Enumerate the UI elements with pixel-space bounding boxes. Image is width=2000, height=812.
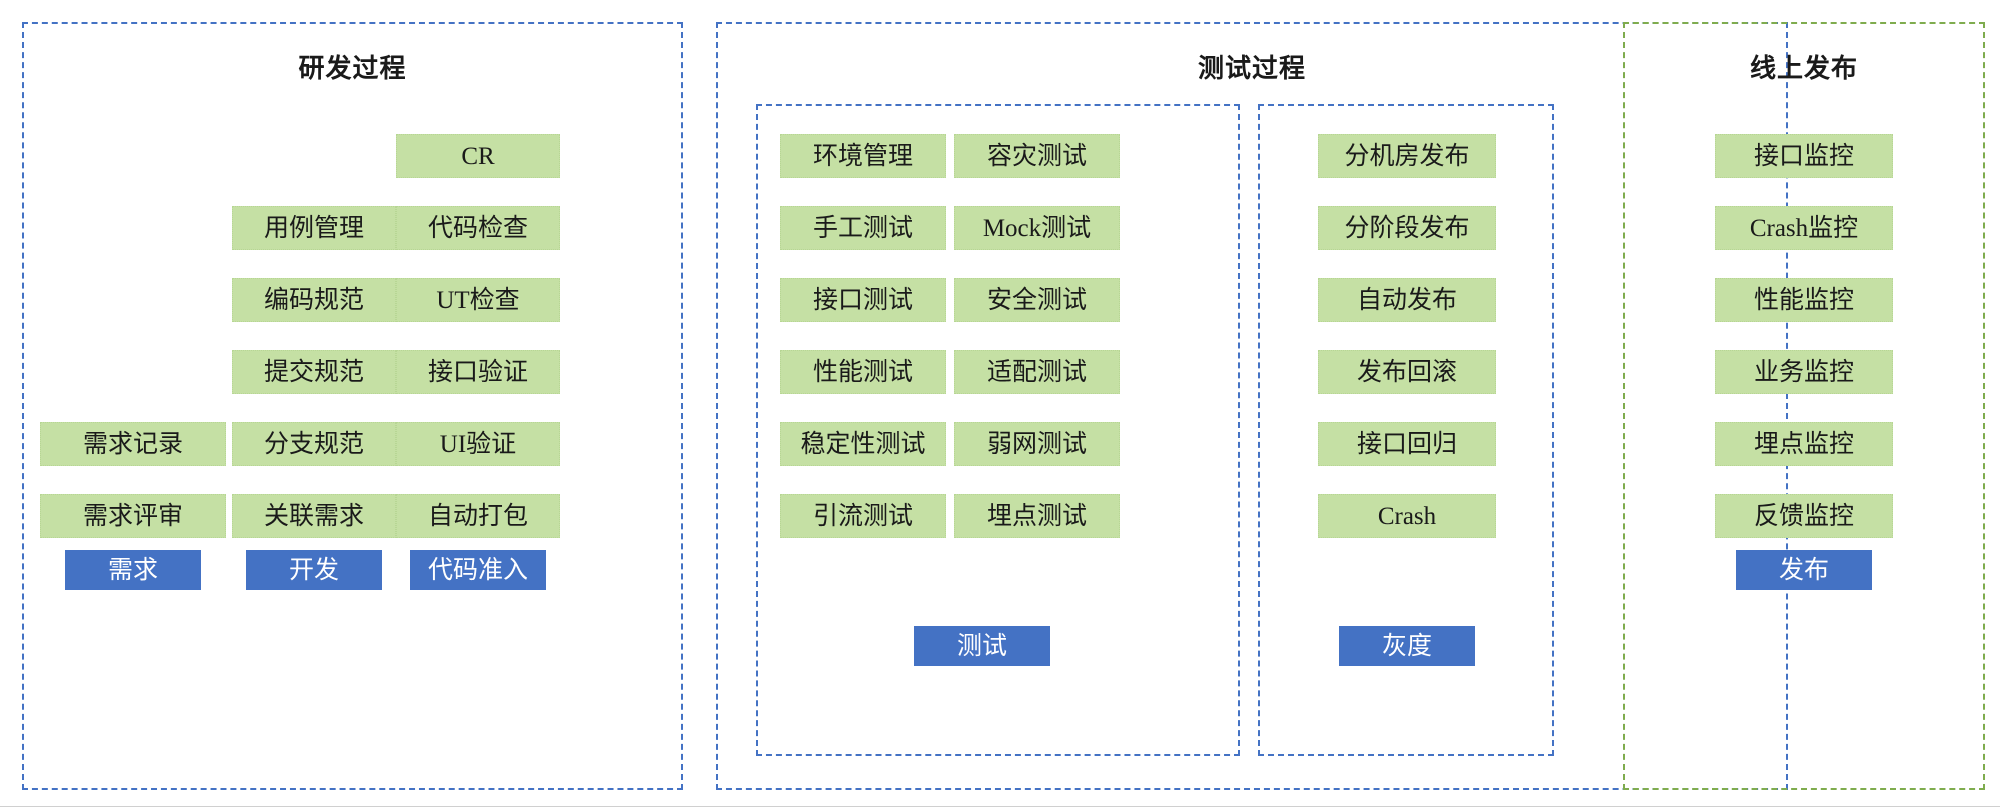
chip-security-test[interactable]: 安全测试: [954, 278, 1120, 322]
chip-api-verify[interactable]: 接口验证: [396, 350, 560, 394]
stage-button-gray[interactable]: 灰度: [1339, 626, 1475, 666]
chip-coding-standard[interactable]: 编码规范: [232, 278, 396, 322]
chip-tracking-test[interactable]: 埋点测试: [954, 494, 1120, 538]
chip-api-regression[interactable]: 接口回归: [1318, 422, 1496, 466]
panel-release-title: 线上发布: [1749, 53, 1858, 83]
chip-auto-release[interactable]: 自动发布: [1318, 278, 1496, 322]
chip-feedback-monitor[interactable]: 反馈监控: [1715, 494, 1893, 538]
chip-requirement-review[interactable]: 需求评审: [40, 494, 226, 538]
bottom-divider: [0, 806, 2000, 807]
column-online-monitoring: 接口监控 Crash监控 性能监控 业务监控 埋点监控 反馈监控 发布: [1715, 134, 1893, 590]
chip-spacer: [314, 134, 315, 178]
chip-crash-monitor[interactable]: Crash监控: [1715, 206, 1893, 250]
chip-api-monitor[interactable]: 接口监控: [1715, 134, 1893, 178]
chip-stability-test[interactable]: 稳定性测试: [780, 422, 946, 466]
panel-rnd-title: 研发过程: [298, 53, 407, 83]
chip-staged-release[interactable]: 分阶段发布: [1318, 206, 1496, 250]
chip-cr[interactable]: CR: [396, 134, 560, 178]
panel-test-title: 测试过程: [1197, 53, 1306, 83]
column-development: 用例管理 编码规范 提交规范 分支规范 关联需求 开发: [232, 134, 396, 590]
chip-release-rollback[interactable]: 发布回滚: [1318, 350, 1496, 394]
stage-button-requirement[interactable]: 需求: [65, 550, 201, 590]
chip-spacer: [133, 134, 134, 178]
chip-requirement-record[interactable]: 需求记录: [40, 422, 226, 466]
chip-tracking-monitor[interactable]: 埋点监控: [1715, 422, 1893, 466]
stage-button-test[interactable]: 测试: [914, 626, 1050, 666]
chip-ui-verify[interactable]: UI验证: [396, 422, 560, 466]
chip-spacer: [133, 278, 134, 322]
panel-online-release: 线上发布 接口监控 Crash监控 性能监控 业务监控 埋点监控 反馈监控 发布: [1623, 22, 1985, 790]
chip-commit-standard[interactable]: 提交规范: [232, 350, 396, 394]
chip-traffic-test[interactable]: 引流测试: [780, 494, 946, 538]
subpanel-gray-stage: 分机房发布 分阶段发布 自动发布 发布回滚 接口回归 Crash 灰度: [1258, 104, 1554, 756]
chip-ut-check[interactable]: UT检查: [396, 278, 560, 322]
chip-performance-test[interactable]: 性能测试: [780, 350, 946, 394]
chip-performance-monitor[interactable]: 性能监控: [1715, 278, 1893, 322]
chip-case-management[interactable]: 用例管理: [232, 206, 396, 250]
chip-crash[interactable]: Crash: [1318, 494, 1496, 538]
chip-code-check[interactable]: 代码检查: [396, 206, 560, 250]
chip-env-management[interactable]: 环境管理: [780, 134, 946, 178]
column-gray-release: 分机房发布 分阶段发布 自动发布 发布回滚 接口回归 Crash: [1318, 134, 1496, 566]
chip-business-monitor[interactable]: 业务监控: [1715, 350, 1893, 394]
chip-api-test[interactable]: 接口测试: [780, 278, 946, 322]
chip-disaster-recovery-test[interactable]: 容灾测试: [954, 134, 1120, 178]
chip-spacer: [133, 350, 134, 394]
chip-weak-network-test[interactable]: 弱网测试: [954, 422, 1120, 466]
column-test-left: 环境管理 手工测试 接口测试 性能测试 稳定性测试 引流测试: [780, 134, 946, 566]
column-requirements: 需求记录 需求评审 需求: [40, 134, 226, 590]
panel-test-process: 测试过程 环境管理 手工测试 接口测试 性能测试 稳定性测试 引流测试 容灾测试…: [716, 22, 1788, 790]
stage-button-development[interactable]: 开发: [246, 550, 382, 590]
chip-idc-release[interactable]: 分机房发布: [1318, 134, 1496, 178]
chip-auto-package[interactable]: 自动打包: [396, 494, 560, 538]
chip-link-requirement[interactable]: 关联需求: [232, 494, 396, 538]
column-test-right: 容灾测试 Mock测试 安全测试 适配测试 弱网测试 埋点测试: [954, 134, 1120, 566]
stage-button-code-admission[interactable]: 代码准入: [410, 550, 546, 590]
chip-mock-test[interactable]: Mock测试: [954, 206, 1120, 250]
subpanel-test-stage: 环境管理 手工测试 接口测试 性能测试 稳定性测试 引流测试 容灾测试 Mock…: [756, 104, 1240, 756]
chip-manual-test[interactable]: 手工测试: [780, 206, 946, 250]
chip-adaptation-test[interactable]: 适配测试: [954, 350, 1120, 394]
chip-spacer: [133, 206, 134, 250]
stage-button-release[interactable]: 发布: [1736, 550, 1872, 590]
column-code-admission: CR 代码检查 UT检查 接口验证 UI验证 自动打包 代码准入: [396, 134, 560, 590]
chip-branch-standard[interactable]: 分支规范: [232, 422, 396, 466]
panel-rnd-process: 研发过程 需求记录 需求评审 需求 用例管理 编码规范 提交规范 分支规范 关联…: [22, 22, 683, 790]
